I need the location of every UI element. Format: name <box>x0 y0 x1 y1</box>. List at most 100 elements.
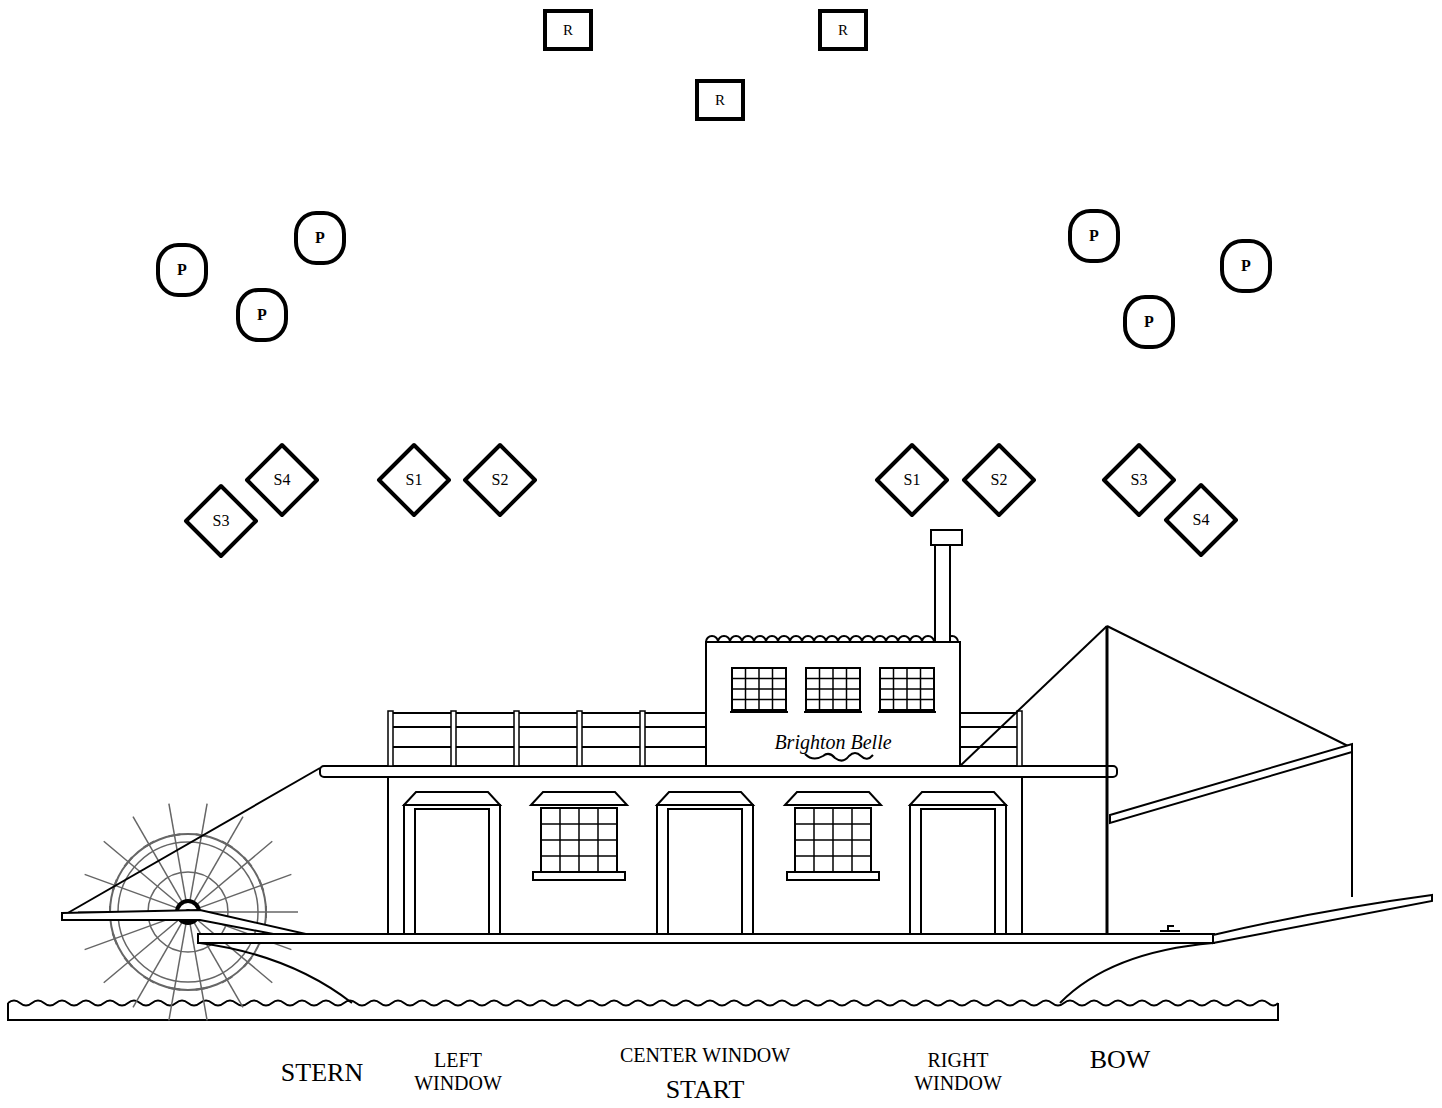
wheel-spoke <box>190 804 207 901</box>
node-label: P <box>257 306 267 324</box>
diamond-outline <box>247 445 317 515</box>
window-sill <box>787 872 879 880</box>
cabin-window-bar <box>851 808 853 872</box>
s-diamond: S3 <box>183 483 259 559</box>
cabin-window-bar <box>597 808 599 872</box>
window-pediment <box>531 792 627 805</box>
mast-stay <box>1107 626 1352 748</box>
pilot-house <box>706 642 960 766</box>
circle-outline <box>1125 297 1173 347</box>
door-pediment <box>910 792 1006 805</box>
railing <box>390 726 705 728</box>
node-label: R <box>715 92 725 109</box>
node-label: R <box>838 22 848 39</box>
position-label: STERN <box>281 1058 363 1088</box>
p-circle: P <box>236 288 288 342</box>
door-pediment <box>657 792 753 805</box>
circle-outline <box>238 290 286 340</box>
pilot-window-bar <box>732 699 786 701</box>
r-box: R <box>818 9 868 51</box>
box-outline <box>545 11 591 49</box>
cabin-window-bar <box>795 855 871 857</box>
s-diamond: S3 <box>1101 442 1177 518</box>
diamond-outline <box>1166 485 1236 555</box>
pilot-window-bar <box>880 699 934 701</box>
diamond-outline <box>186 486 256 556</box>
s-diamond: S4 <box>1163 482 1239 558</box>
door <box>415 809 489 934</box>
name-flourish <box>805 753 873 761</box>
railing <box>960 746 1022 748</box>
wheel-spoke <box>169 804 186 901</box>
pilot-window-bar <box>806 688 860 690</box>
window-pediment <box>785 792 881 805</box>
node-label: S2 <box>492 471 509 489</box>
node-label: P <box>177 261 187 279</box>
wheel-spoke <box>133 817 182 902</box>
circle-outline <box>296 213 344 263</box>
railing <box>960 726 1022 728</box>
position-label: LEFT WINDOW <box>408 1049 508 1095</box>
circle-outline <box>1222 241 1270 291</box>
railing-post <box>640 711 645 766</box>
window-sill <box>804 711 862 713</box>
cabin-window <box>795 808 871 872</box>
door <box>668 809 742 934</box>
s-diamond: S1 <box>874 442 950 518</box>
p-circle: P <box>156 243 208 297</box>
pilot-window-bar <box>806 699 860 701</box>
position-label: BOW <box>1090 1045 1151 1075</box>
position-label: START <box>666 1075 745 1105</box>
r-box: R <box>543 9 593 51</box>
node-label: P <box>1144 313 1154 331</box>
pilot-window-bar <box>846 668 848 710</box>
wheel-spoke <box>85 916 177 950</box>
mast-stay <box>960 626 1107 766</box>
pilot-window-bar <box>732 688 786 690</box>
railing <box>390 746 705 748</box>
s-diamond: S1 <box>376 442 452 518</box>
node-label: P <box>1089 227 1099 245</box>
pilot-window <box>806 668 860 710</box>
smokestack <box>935 545 950 642</box>
node-label: S4 <box>274 471 291 489</box>
main-cabin <box>388 776 1022 934</box>
p-circle: P <box>1068 209 1120 263</box>
bow-post <box>1351 750 1353 897</box>
railing <box>390 712 705 714</box>
cabin-window <box>541 808 617 872</box>
cabin-window-bar <box>541 855 617 857</box>
wheel-spoke <box>199 874 291 908</box>
cabin-window-bar <box>541 839 617 841</box>
p-circle: P <box>294 211 346 265</box>
s-diamond: S2 <box>462 442 538 518</box>
diamond-outline <box>379 445 449 515</box>
mast <box>1106 626 1109 934</box>
door-frame <box>910 805 1006 934</box>
bow-tip <box>1213 895 1432 943</box>
wheel-spoke <box>169 924 186 1021</box>
door-frame <box>657 805 753 934</box>
node-label: S3 <box>213 512 230 530</box>
pilot-window-bar <box>880 688 934 690</box>
railing-post <box>388 711 393 766</box>
hull-stern <box>200 943 352 1003</box>
circle-outline <box>1070 211 1118 261</box>
pilot-window-bar <box>920 668 922 710</box>
upper-deck <box>320 766 1117 777</box>
diamond-outline <box>877 445 947 515</box>
door-pediment <box>404 792 500 805</box>
p-circle: P <box>1220 239 1272 293</box>
s-diamond: S4 <box>244 442 320 518</box>
s-diamond: S2 <box>961 442 1037 518</box>
railing-post <box>577 711 582 766</box>
railing <box>960 712 1022 714</box>
pilot-window-bar <box>772 668 774 710</box>
diamond-outline <box>465 445 535 515</box>
railing-post <box>451 711 456 766</box>
node-label: S4 <box>1193 511 1210 529</box>
water-wave <box>8 1001 1278 1006</box>
cabin-window-bar <box>795 839 871 841</box>
node-label: S1 <box>904 471 921 489</box>
